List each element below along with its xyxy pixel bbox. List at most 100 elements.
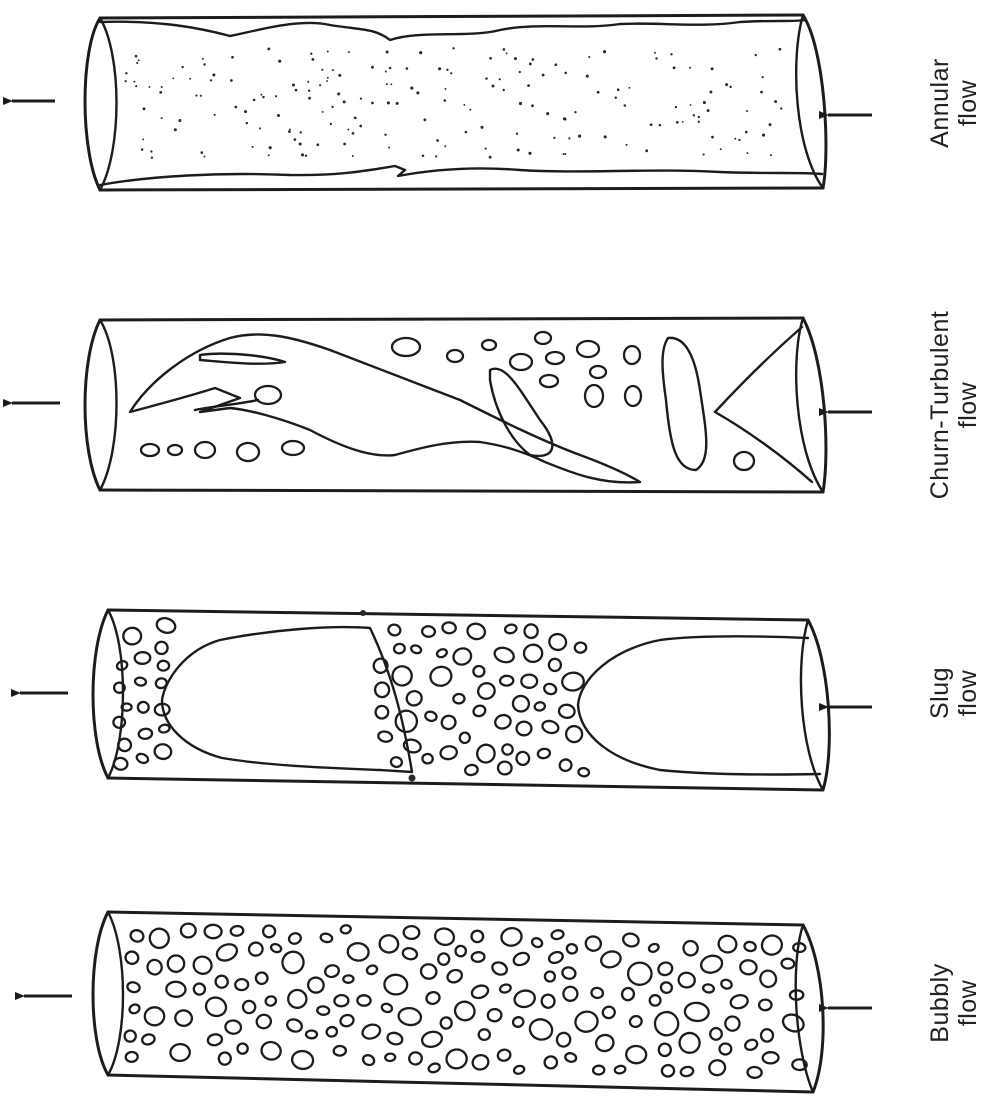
bubbly-bubble [306,976,325,995]
annular-droplet-dot [151,157,153,159]
bubbly-bubble [648,943,660,954]
slug-bubble [473,666,485,678]
bubbly-bubble [497,1048,512,1062]
bubbly-bubble [573,1009,599,1034]
slug-dispersed-bubbles [113,616,590,777]
bubbly-bubble [381,1002,393,1013]
bubbly-bubble [531,937,544,949]
annular-droplet-dot [675,106,677,108]
bubbly-bubble [288,932,303,946]
annular-droplet-dot [136,62,138,64]
slug-label: Slug flow [926,667,982,719]
slug-bubble [453,693,465,703]
slug-bubble [113,757,128,771]
bubbly-bubble [279,948,307,976]
annular-droplet-dot [503,89,505,91]
annular-droplet-dot [406,67,409,70]
slug-bubble [134,652,150,664]
churn-gas-streak-1 [200,354,285,364]
annular-droplet-dot [125,72,127,74]
bubbly-bubble [420,963,438,981]
bubbly-bubble [649,995,660,1006]
bubbly-bubble [594,1033,615,1053]
slug-bubble [390,664,413,687]
bubbly-bubble [361,1053,375,1066]
churn-bubble [195,442,215,458]
annular-droplet-dot [338,74,341,77]
bubbly-bubble [378,934,399,954]
bubbly-bubble [452,999,477,1023]
annular-droplet-dot [654,52,656,54]
bubbly-bubble [404,926,420,939]
annular-droplet-dot [410,87,413,90]
bubbly-bubble [191,954,214,976]
bubbly-bubble [440,1017,452,1029]
annular-droplet-dot [698,121,700,123]
bubbly-bubble [758,968,779,989]
slug-bubble [558,758,573,773]
bubbly-bubble [678,972,696,989]
churn-bubble [625,386,641,406]
annular-droplet-dot [332,69,334,71]
bubbly-bubble [255,1013,272,1030]
bubbly-bubble [628,1015,643,1029]
slug-bubble [464,764,478,776]
bubbly-bubble [265,995,277,1007]
bubbly-bubble [729,993,749,1010]
annular-droplet-dot [769,123,772,126]
annular-droplet-dot [388,147,390,149]
annular-droplet-dot [214,114,216,116]
slug-bubble [521,675,537,688]
bubbly-bubble [128,1003,141,1015]
bubbly-bubble [682,939,700,957]
annular-droplet-dot [734,138,736,140]
annular-label-line1: Annular [926,58,954,148]
annular-droplet-dot [161,86,163,88]
annular-droplet-dot [499,78,501,80]
bubbly-pipe [93,912,823,1092]
annular-droplet-dot [436,139,439,142]
slug-bubble [387,623,401,637]
bubbly-bubble [564,1052,577,1063]
annular-droplet-dot [463,104,465,106]
annular-droplet-dot [416,91,419,94]
bubbly-bubble [599,949,623,970]
slug-bubble [561,672,584,692]
annular-droplet-dot [142,138,144,140]
annular-droplet-dot [135,55,138,58]
bubbly-bubble [540,993,556,1010]
annular-droplet-dot [347,129,349,131]
bubbly-bubble [680,1066,694,1078]
bubbly-bubble [455,945,467,957]
churn-bubble [585,385,603,407]
annular-droplet-dot [542,74,545,77]
bubbly-bubble [235,979,249,991]
slug-bubble [395,710,418,733]
annular-droplet-dot [485,148,487,150]
bubbly-bubble [433,926,456,947]
annular-droplet-dot [689,67,691,69]
bubbly-bubble [146,959,163,976]
annular-droplet-dot [528,152,531,155]
slug-taylor-bubble-1 [162,627,412,772]
bubbly-bubble [556,1032,572,1048]
slug-bubble [158,724,170,734]
annular-droplet-dot [485,77,487,79]
annular-droplet-dot [244,110,247,113]
annular-droplet-dot [321,69,323,71]
bubbly-bubble [660,981,674,994]
bubbly-bubble [125,1051,138,1062]
annular-droplet-dot [301,153,304,156]
bubbly-flow-panel: Bubbly flow [24,912,982,1092]
bubbly-label-line2: flow [954,979,982,1026]
slug-bubble [137,701,149,713]
annular-droplet-dot [435,155,437,157]
bubbly-bubble [166,954,186,974]
slug-bubble [422,626,436,638]
annular-droplet-dot [617,88,620,91]
annular-droplet-dot [330,123,332,125]
bubbly-bubble [126,981,140,993]
annular-droplet-dot [527,84,530,87]
churn-label: Churn-Turbulent flow [926,311,982,500]
churn-bubble [447,350,463,362]
